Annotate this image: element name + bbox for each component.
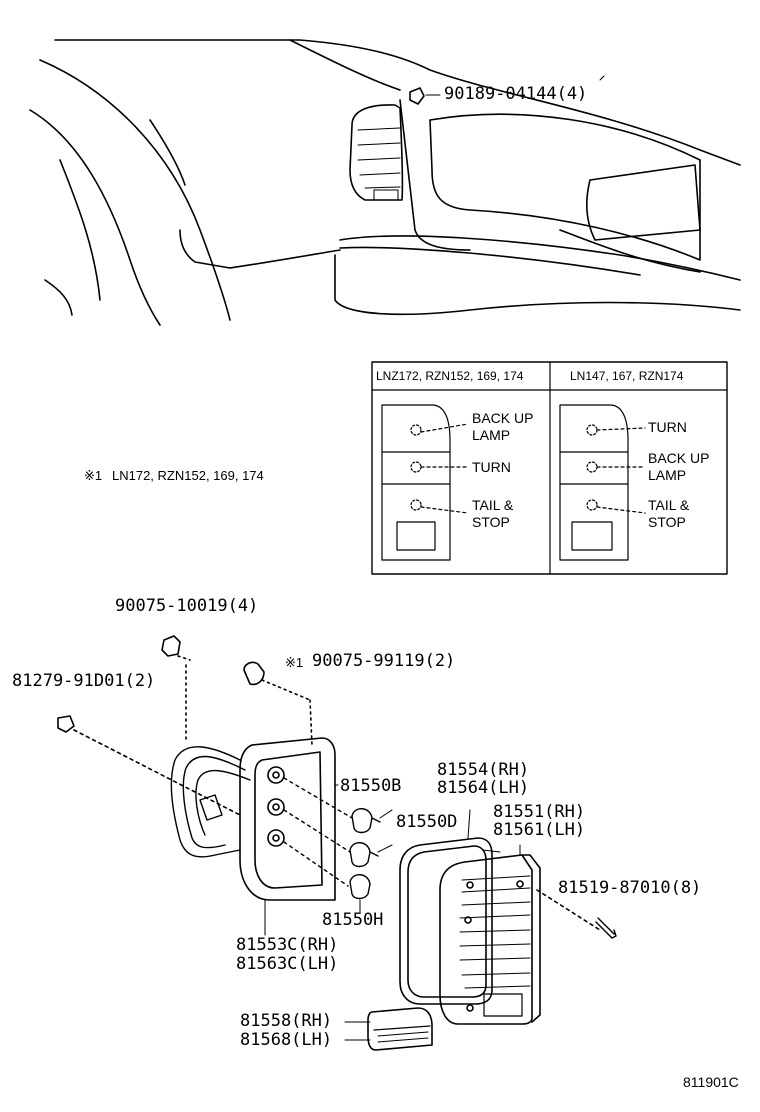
note-models: LN172, RZN152, 169, 174 [112,468,264,483]
callout-screw-left: 81279-91D01(2) [12,671,156,691]
screw-81519-drawing [595,917,617,939]
vehicle-rear-illustration [29,39,741,326]
callout-lens-lh: 81561(LH) [493,820,586,840]
license-lamp-drawing [344,1007,433,1051]
note-mark: ※1 [84,468,103,483]
table-col2-label-3: TAIL & STOP [648,497,690,530]
wiring-harness-drawing [170,746,251,858]
callout-socket-lh: 81563C(LH) [236,954,339,974]
callout-bulb-d: 81550D [396,812,458,832]
callout-nut-a: 90075-10019(4) [115,596,259,616]
lens-drawing [439,854,601,1025]
callout-license-lamp-rh: 81558(RH) [240,1011,333,1031]
callout-bulb-b: 81550B [340,776,402,796]
bulbs-drawing [283,777,393,913]
callout-nut-b-mark: ※1 [285,655,304,670]
leader-lines [334,784,521,856]
screw-81279-drawing [57,715,241,816]
figure-code: 811901C [683,1074,739,1090]
callout-bulb-h: 81550H [322,910,384,930]
lamp-layout-col1 [381,404,469,561]
lamp-layout-col2 [559,404,646,561]
callout-socket-rh: 81553C(RH) [236,935,339,955]
table-header-col1: LNZ172, RZN152, 169, 174 [376,369,524,383]
nut-90075-99119-drawing [243,661,313,746]
table-col1-label-2: TURN [472,459,511,475]
table-col2-label-1: TURN [648,419,687,435]
callout-license-lamp-lh: 81568(LH) [240,1030,333,1050]
gasket-drawing [399,809,493,1005]
callout-gasket-rh: 81554(RH) [437,760,530,780]
table-col2-label-2: BACK UP LAMP [648,450,710,483]
table-col1-label-1: BACK UP LAMP [472,410,534,443]
table-col1-label-3: TAIL & STOP [472,497,514,530]
callout-lens-rh: 81551(RH) [493,802,586,822]
callout-screw-right: 81519-87010(8) [558,878,702,898]
callout-nut-b: 90075-99119(2) [312,651,456,671]
lamp-layout-table-frame [371,361,728,575]
table-header-col2: LN147, 167, RZN174 [570,369,684,383]
nut-90075-10019-drawing [161,635,191,741]
callout-gasket-lh: 81564(LH) [437,778,530,798]
callout-clip: 90189-04144(4) [444,84,588,104]
socket-housing-drawing [239,737,336,936]
